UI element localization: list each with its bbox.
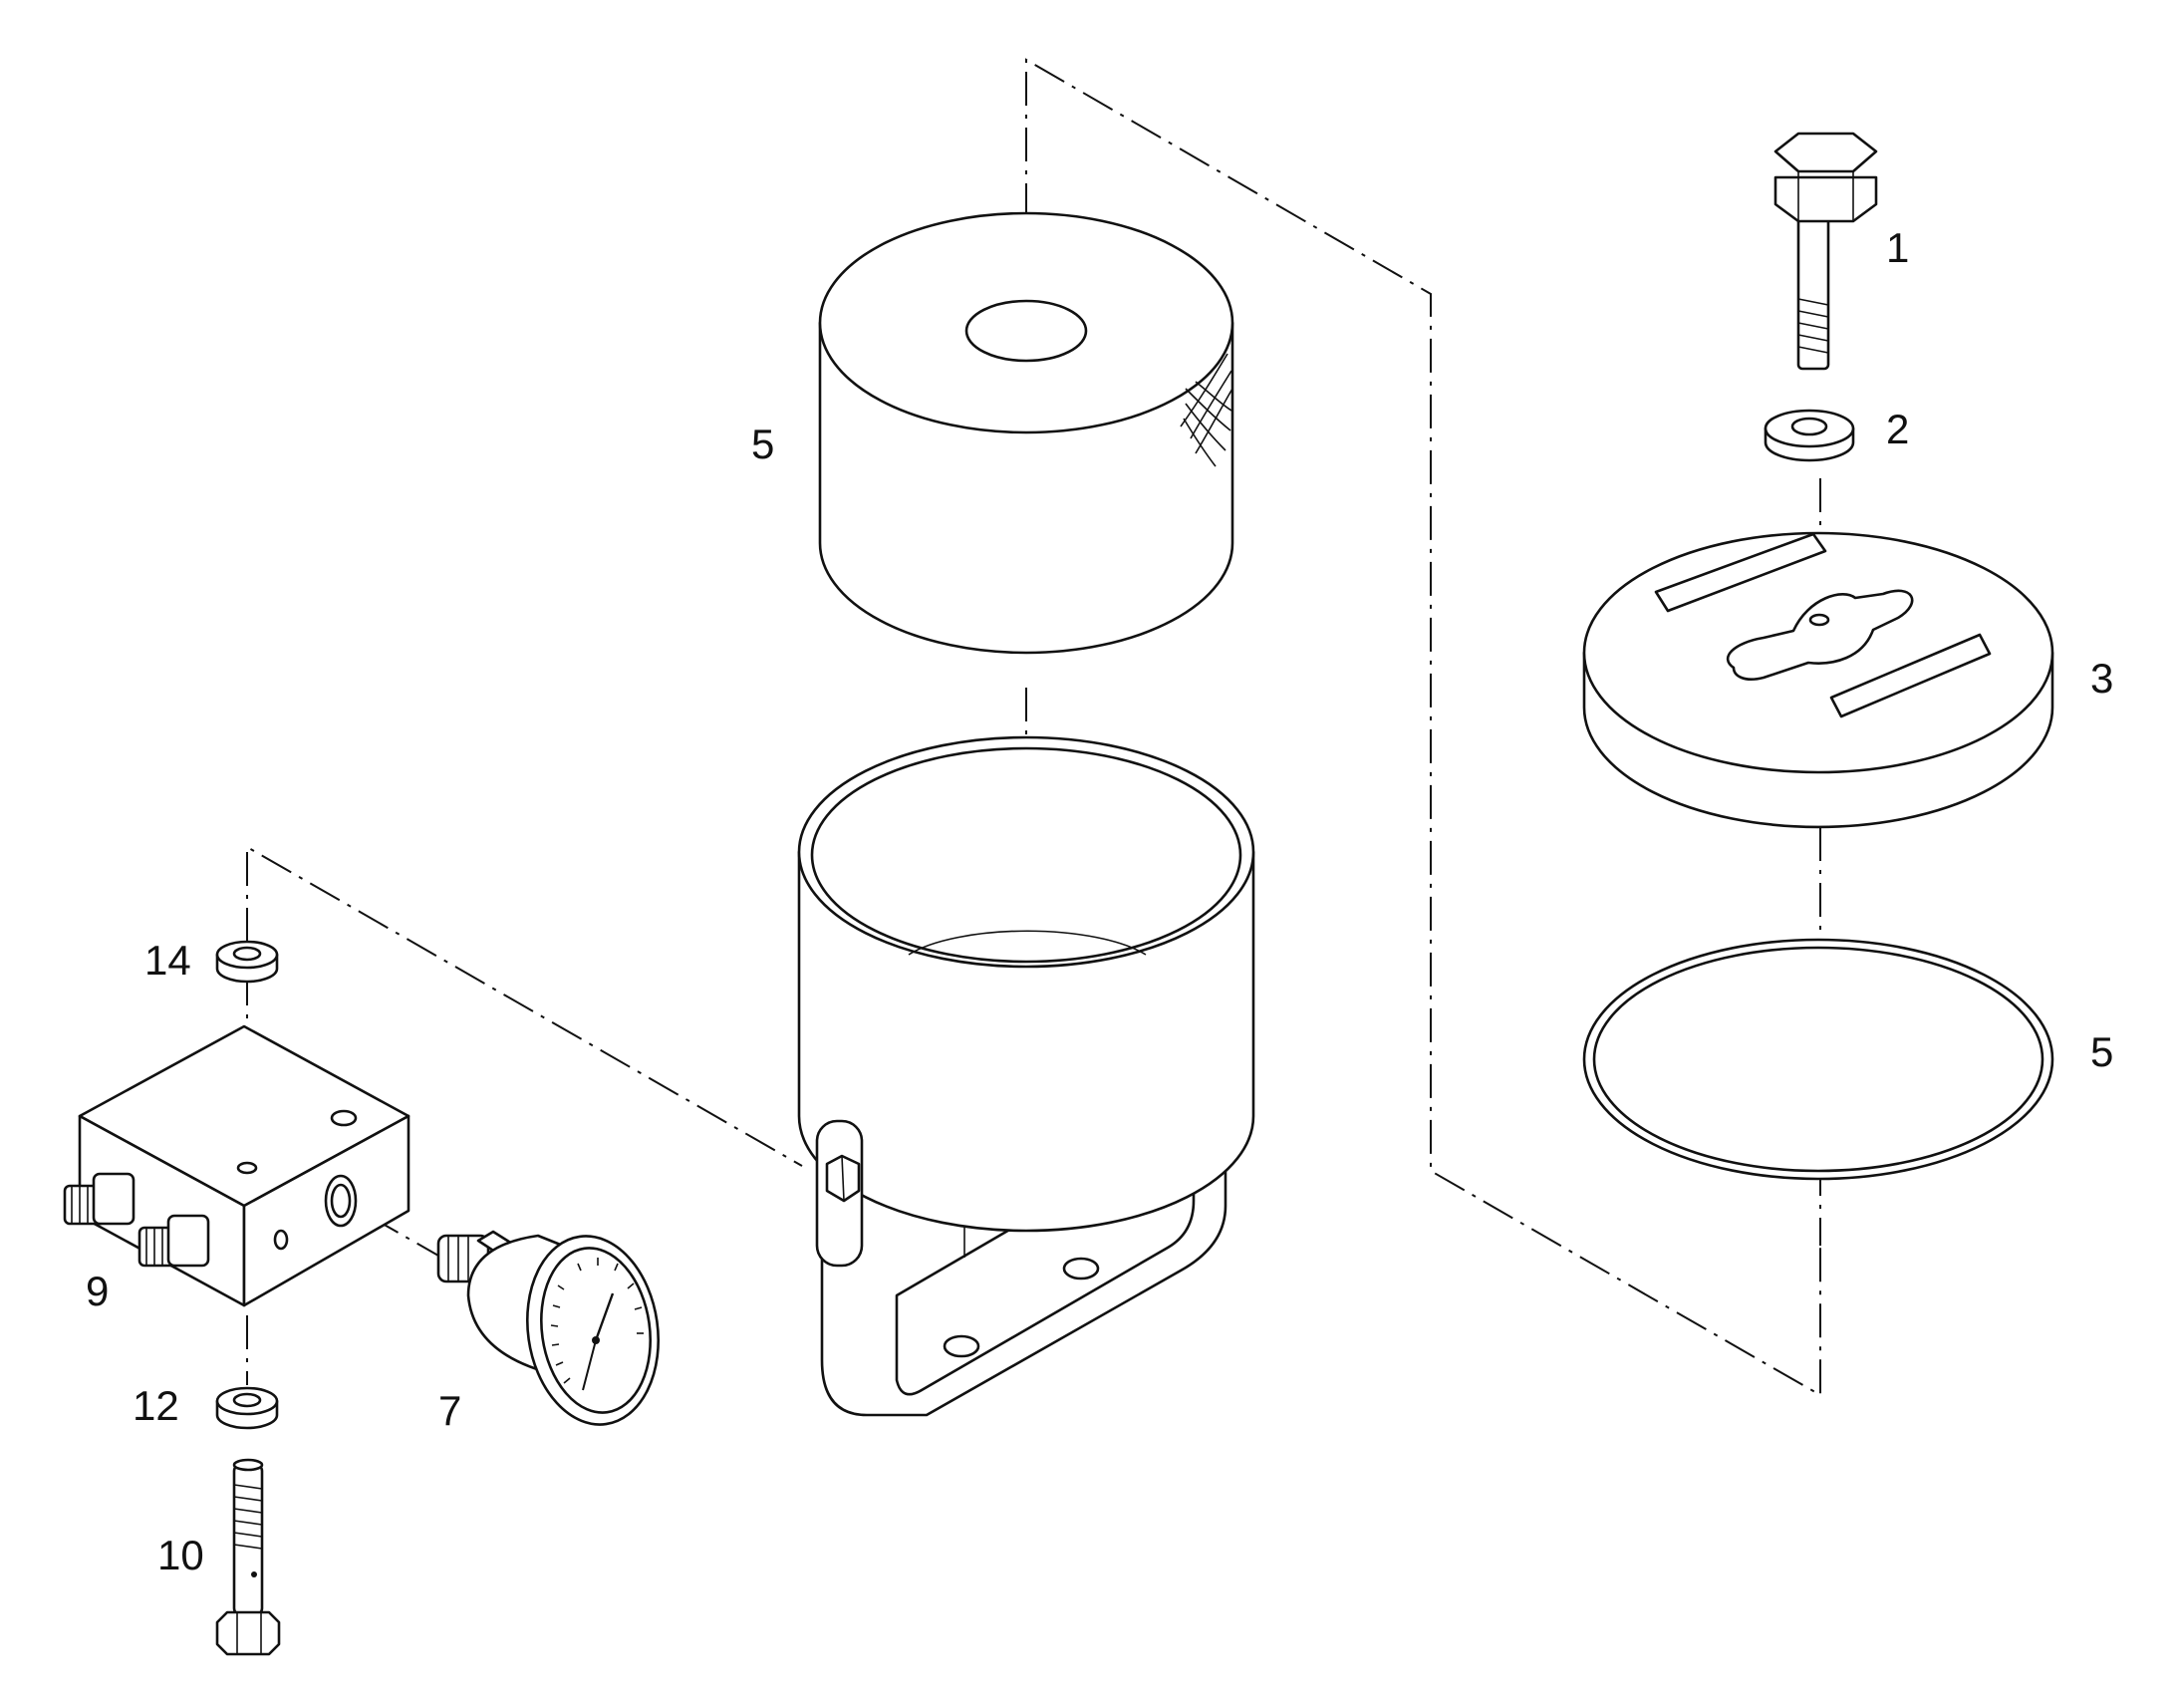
lid-part-3 bbox=[1582, 531, 2054, 829]
banjo-bolt-part-10 bbox=[215, 1458, 281, 1656]
lid-center-recess bbox=[1726, 589, 1914, 681]
washer-part-14 bbox=[215, 940, 279, 984]
callout-2: 2 bbox=[1886, 406, 1909, 452]
callout-14: 14 bbox=[144, 937, 191, 984]
gauge-dial-ticks bbox=[550, 1258, 644, 1384]
callouts: 1 2 3 5 5 7 9 10 12 14 bbox=[86, 224, 2113, 1578]
housing-bowl bbox=[797, 735, 1255, 1417]
callout-9: 9 bbox=[86, 1268, 109, 1314]
lid-slot-2 bbox=[1829, 633, 1992, 718]
callout-3: 3 bbox=[2090, 655, 2113, 702]
callout-5-filter: 5 bbox=[751, 421, 774, 467]
manifold-block-part-9 bbox=[63, 1024, 410, 1307]
washer-part-2 bbox=[1764, 409, 1855, 462]
assembly-line-main bbox=[1025, 58, 1821, 1397]
o-ring-part-5 bbox=[1582, 938, 2054, 1181]
hex-bolt-part-1 bbox=[1773, 132, 1878, 371]
callout-7: 7 bbox=[438, 1387, 461, 1434]
pressure-gauge-part-7 bbox=[436, 1230, 661, 1426]
washer-part-12 bbox=[215, 1386, 279, 1430]
callout-1: 1 bbox=[1886, 224, 1909, 271]
filter-mesh-texture bbox=[1180, 353, 1233, 467]
callout-5-o-ring: 5 bbox=[2090, 1028, 2113, 1075]
callout-10: 10 bbox=[157, 1532, 204, 1578]
lid-slot-1 bbox=[1654, 532, 1827, 613]
callout-12: 12 bbox=[133, 1382, 179, 1429]
fitting-left bbox=[63, 1172, 136, 1226]
filter-cartridge-part-5 bbox=[818, 211, 1234, 655]
block-to-housing-line bbox=[246, 845, 803, 1167]
fitting-right bbox=[137, 1214, 210, 1268]
